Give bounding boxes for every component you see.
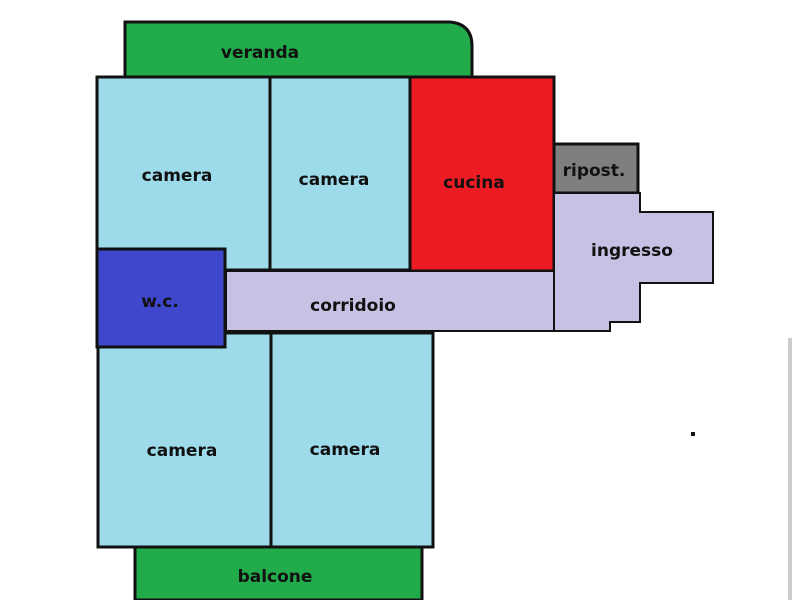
veranda-area <box>123 20 474 80</box>
ripostiglio-label: ripost. <box>563 161 626 181</box>
camera-top-left-label: camera <box>142 166 213 186</box>
camera-bottom-left-label: camera <box>147 441 218 461</box>
camera-top-right-label: camera <box>299 170 370 190</box>
edge-line <box>788 338 792 600</box>
ingresso-area <box>553 192 714 332</box>
camera-bottom-right-area <box>269 331 435 549</box>
cucina-label: cucina <box>443 173 505 193</box>
corridoio-label: corridoio <box>310 296 396 316</box>
balcone-label: balcone <box>238 567 313 587</box>
corridoio-area <box>225 270 555 332</box>
cucina-area <box>408 75 556 273</box>
dot-mark <box>691 432 695 436</box>
veranda-label: veranda <box>221 43 299 63</box>
camera-bottom-right-label: camera <box>310 440 381 460</box>
ingresso-label: ingresso <box>591 241 673 261</box>
wc-label: w.c. <box>141 292 179 312</box>
ripostiglio-area <box>552 142 640 195</box>
camera-top-left-area <box>95 75 272 272</box>
wc-area <box>95 247 227 349</box>
camera-bottom-left-area <box>96 331 273 549</box>
